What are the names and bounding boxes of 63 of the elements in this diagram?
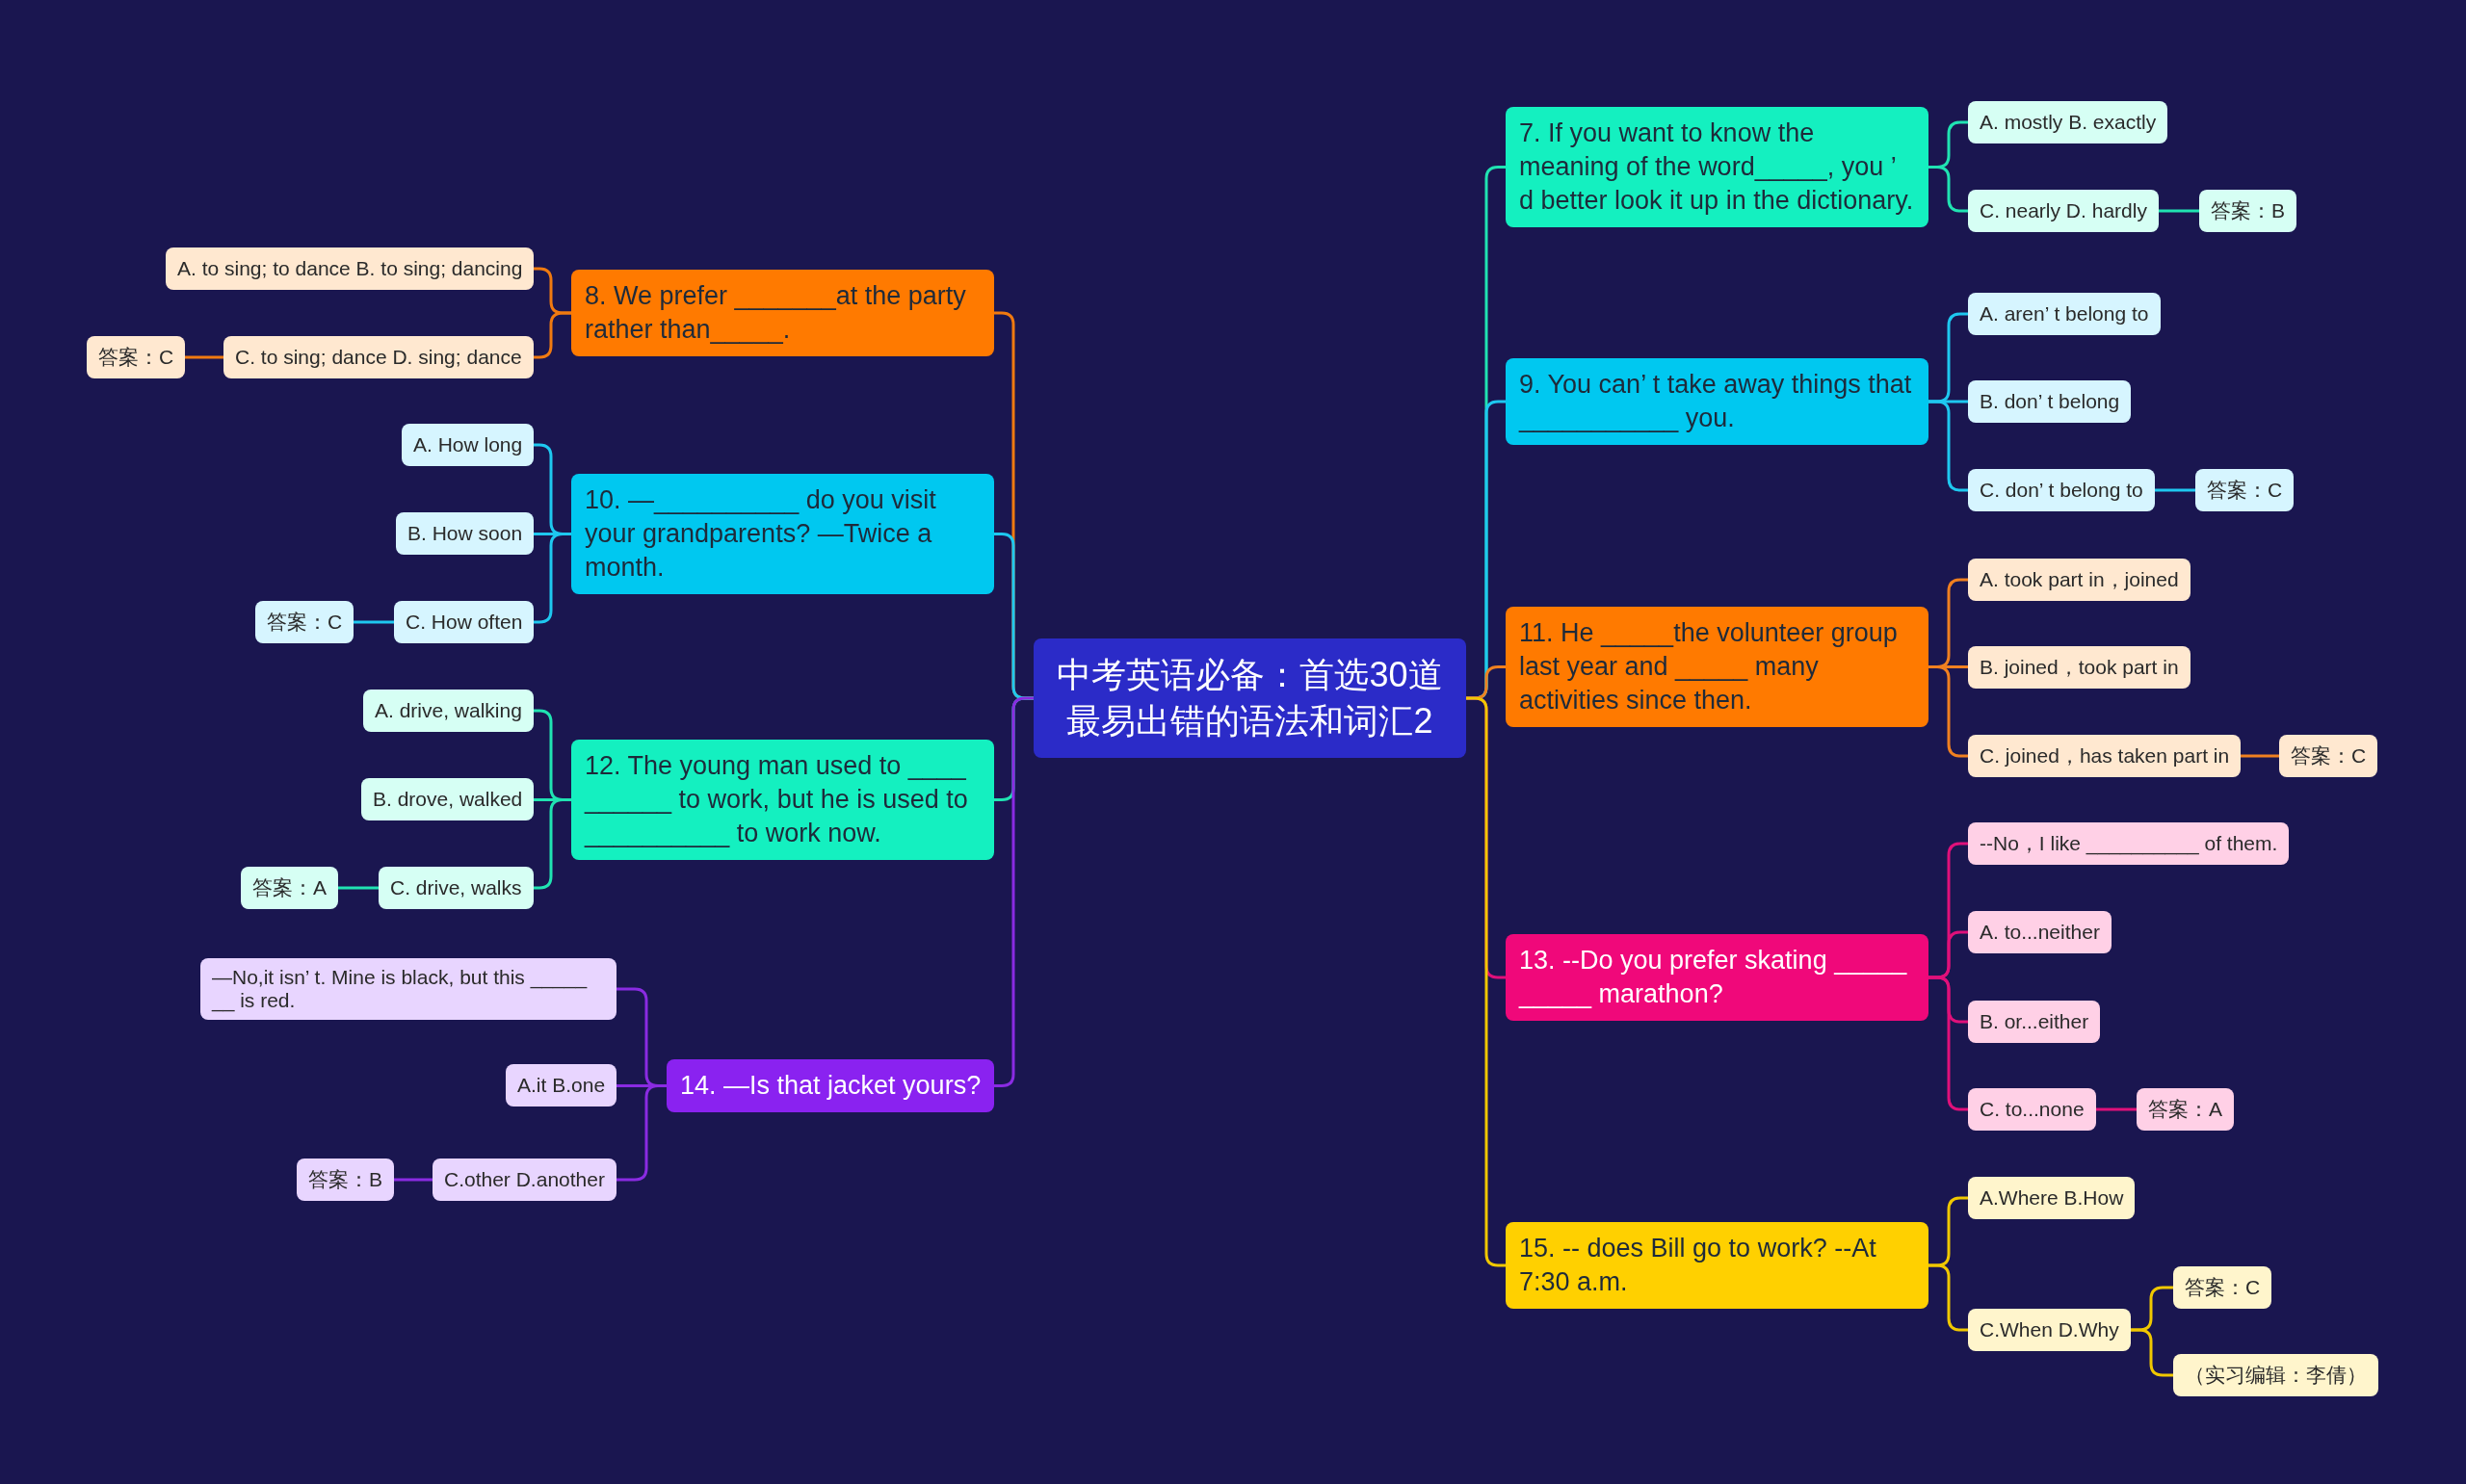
connector-line bbox=[534, 533, 571, 624]
option-box: C. don’ t belong to bbox=[1968, 469, 2155, 511]
question-box: 13. --Do you prefer skating _____ _____ marathon? bbox=[1506, 934, 1928, 1021]
answer-chip: 答案：C bbox=[255, 601, 354, 643]
connector-line bbox=[185, 355, 223, 359]
option-box: A.Where B.How bbox=[1968, 1177, 2136, 1219]
question-box: 15. -- does Bill go to work? --At 7:30 a.m. bbox=[1506, 1222, 1928, 1309]
question-box: 7. If you want to know the meaning of the word_____, you ’ d better look it up in the dictionary. bbox=[1506, 106, 1928, 227]
connector-line bbox=[2159, 209, 2199, 213]
option-box: B. drove, walked bbox=[361, 778, 535, 820]
answer-chip: 答案：A bbox=[2137, 1088, 2234, 1131]
option-box: C. joined，has taken part in bbox=[1968, 735, 2242, 777]
option-box: A. aren’ t belong to bbox=[1968, 293, 2161, 335]
question-box: 10. —__________ do you visit your grandparents? —Twice a month. bbox=[571, 473, 994, 594]
option-box: C.other D.another bbox=[433, 1159, 616, 1201]
option-box: B. joined，took part in bbox=[1968, 646, 2191, 689]
option-box: A. mostly B. exactly bbox=[1968, 101, 2168, 143]
option-box: C. to sing; dance D. sing; dance bbox=[223, 336, 534, 378]
connector-line bbox=[394, 1178, 433, 1182]
answer-chip: 答案：B bbox=[2199, 190, 2296, 232]
connector-line bbox=[354, 620, 394, 624]
option-box: A. to sing; to dance B. to sing; dancing bbox=[166, 247, 535, 290]
option-box: B. How soon bbox=[396, 512, 535, 555]
question-box: 11. He _____the volunteer group last year and _____ many activities since then. bbox=[1506, 606, 1928, 727]
answer-chip: 答案：C bbox=[2173, 1266, 2272, 1309]
connector-line bbox=[1928, 665, 1968, 758]
option-box: —No,it isn’ t. Mine is black, but this _____ __ is red. bbox=[200, 958, 616, 1020]
topic-box: 中考英语必备：首选30道最易出错的语法和词汇2 bbox=[1034, 638, 1466, 758]
connector-line bbox=[2155, 488, 2195, 492]
question-box: 12. The young man used to ____ ______ to work, but he is used to __________ to work now. bbox=[571, 739, 994, 860]
connector-line bbox=[994, 696, 1034, 1087]
option-box: A. took part in，joined bbox=[1968, 559, 2191, 601]
connector-line bbox=[534, 798, 571, 890]
connector-line bbox=[1928, 400, 1968, 492]
connector-line bbox=[2241, 754, 2279, 758]
option-box: C. drive, walks bbox=[379, 867, 534, 909]
option-box: B. or...either bbox=[1968, 1001, 2101, 1043]
answer-chip: 答案：C bbox=[87, 336, 186, 378]
option-box: B. don’ t belong bbox=[1968, 380, 2132, 423]
answer-chip: 答案：C bbox=[2279, 735, 2378, 777]
connector-line bbox=[1928, 166, 1968, 213]
option-box: C. to...none bbox=[1968, 1088, 2096, 1131]
connector-line bbox=[1928, 1263, 1968, 1332]
question-box: 14. —Is that jacket yours? bbox=[667, 1058, 995, 1112]
option-box: C. How often bbox=[394, 601, 535, 643]
answer-chip: 答案：C bbox=[2195, 469, 2295, 511]
option-box: C.When D.Why bbox=[1968, 1309, 2131, 1351]
answer-chip: 答案：A bbox=[241, 867, 338, 909]
option-box: A. How long bbox=[402, 424, 535, 466]
connector-line bbox=[2096, 1107, 2137, 1111]
answer-chip: 答案：B bbox=[297, 1159, 394, 1201]
question-box: 8. We prefer _______at the party rather than_____. bbox=[571, 270, 994, 356]
option-box: A. to...neither bbox=[1968, 911, 2112, 953]
note-box: （实习编辑：李倩） bbox=[2173, 1354, 2378, 1396]
connector-line bbox=[1928, 976, 1968, 1111]
option-box: A. drive, walking bbox=[363, 690, 534, 732]
question-box: 9. You can’ t take away things that ___________ you. bbox=[1506, 358, 1928, 445]
connector-line bbox=[534, 311, 571, 359]
option-box: --No，I like __________ of them. bbox=[1968, 822, 2290, 865]
connector-line bbox=[338, 886, 379, 890]
option-box: A.it B.one bbox=[506, 1064, 617, 1106]
connector-line bbox=[2131, 1328, 2173, 1377]
option-box: C. nearly D. hardly bbox=[1968, 190, 2159, 232]
